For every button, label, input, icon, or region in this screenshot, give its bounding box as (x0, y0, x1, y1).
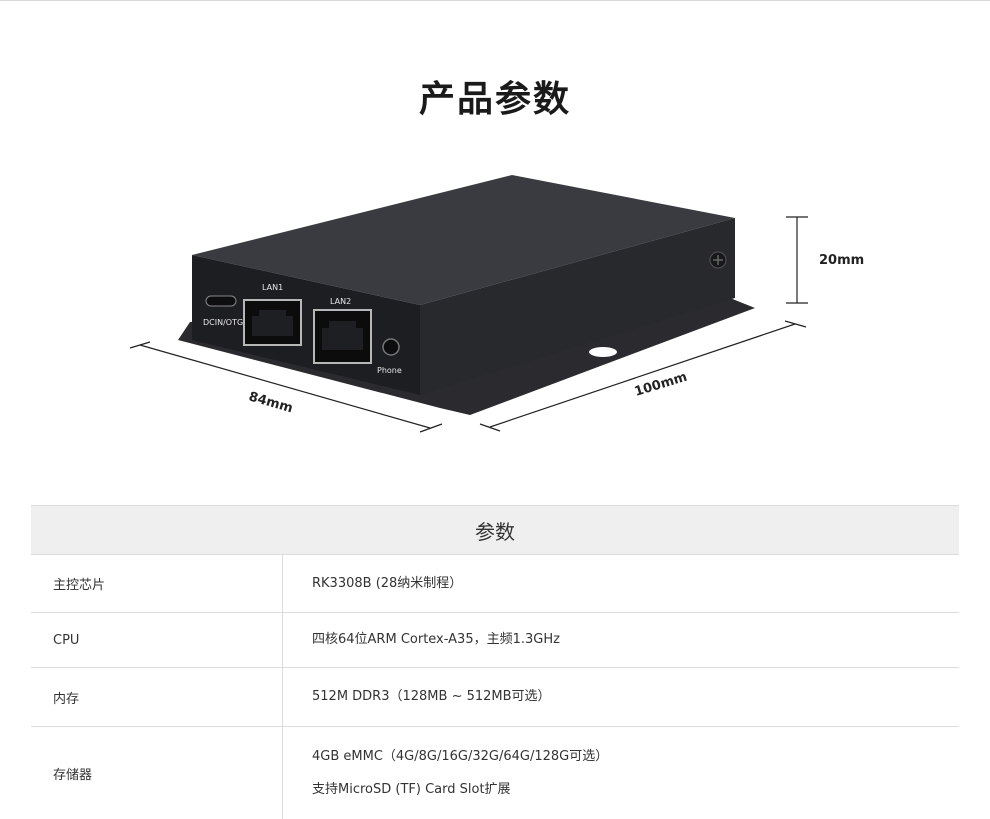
spec-table: 参数 主控芯片 RK3308B (28纳米制程） CPU 四核64位ARM Co… (31, 505, 959, 819)
product-image: DCIN/OTG LAN1 LAN2 Phone 84mm 100mm 20mm (129, 175, 864, 433)
dimension-label-width: 84mm (247, 389, 295, 416)
spec-value-line: 4GB eMMC（4G/8G/16G/32G/64G/128G可选） (312, 748, 609, 764)
audio-jack-icon (382, 338, 400, 356)
usb-c-port-icon (205, 295, 237, 307)
dimension-label-length: 100mm (633, 370, 689, 400)
table-row: CPU 四核64位ARM Cortex-A35，主频1.3GHz (31, 613, 959, 668)
dimension-line-length (489, 323, 796, 428)
mount-slot (589, 347, 617, 357)
spec-key: CPU (31, 613, 283, 667)
spec-value: 四核64位ARM Cortex-A35，主频1.3GHz (283, 613, 959, 667)
spec-value: 4GB eMMC（4G/8G/16G/32G/64G/128G可选） 支持Mic… (283, 727, 959, 819)
spec-value-line: RK3308B (28纳米制程） (312, 575, 463, 591)
port-label-phone: Phone (377, 366, 402, 375)
table-row: 内存 512M DDR3（128MB ~ 512MB可选） (31, 668, 959, 727)
case-side (420, 218, 735, 395)
page-title: 产品参数 (418, 79, 571, 120)
spec-value-line: 支持MicroSD (TF) Card Slot扩展 (312, 781, 511, 797)
spec-key: 内存 (31, 668, 283, 726)
table-row: 主控芯片 RK3308B (28纳米制程） (31, 555, 959, 613)
spec-value: RK3308B (28纳米制程） (283, 555, 959, 612)
port-label-lan1: LAN1 (262, 283, 283, 292)
dimension-line-width (139, 344, 431, 429)
spec-value-line: 四核64位ARM Cortex-A35，主频1.3GHz (312, 632, 560, 647)
port-label-lan2: LAN2 (330, 297, 351, 306)
table-row: 存储器 4GB eMMC（4G/8G/16G/32G/64G/128G可选） 支… (31, 727, 959, 819)
spec-key: 主控芯片 (31, 555, 283, 612)
case-top (192, 175, 735, 305)
port-label-power: DCIN/OTG (203, 318, 243, 327)
dimension-label-height: 20mm (819, 253, 864, 268)
spec-key: 存储器 (31, 727, 283, 819)
spec-table-header: 参数 (31, 505, 959, 555)
spec-value: 512M DDR3（128MB ~ 512MB可选） (283, 668, 959, 726)
top-divider (0, 0, 990, 1)
spec-value-line: 512M DDR3（128MB ~ 512MB可选） (312, 689, 551, 704)
